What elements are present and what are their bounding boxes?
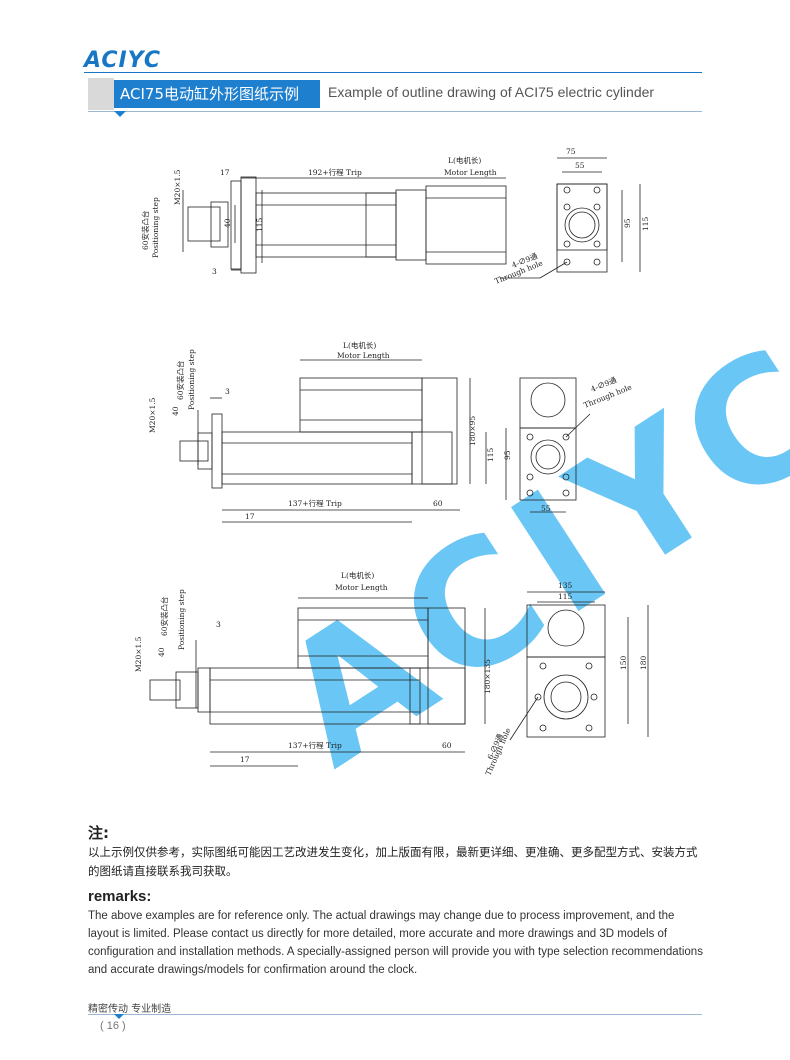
svg-text:L(电机长): L(电机长) bbox=[343, 340, 376, 350]
svg-text:180: 180 bbox=[639, 655, 648, 670]
svg-text:17: 17 bbox=[220, 168, 230, 177]
svg-text:115: 115 bbox=[486, 447, 495, 462]
svg-text:192+行程 Trip: 192+行程 Trip bbox=[308, 167, 362, 177]
header-title-cn: ACI75电动缸外形图纸示例 bbox=[114, 80, 320, 108]
svg-text:60安装凸台: 60安装凸台 bbox=[159, 596, 169, 636]
svg-text:75: 75 bbox=[566, 147, 576, 156]
svg-text:M20×1.5: M20×1.5 bbox=[134, 636, 143, 672]
svg-text:137+行程 Trip: 137+行程 Trip bbox=[288, 498, 342, 508]
svg-text:60: 60 bbox=[442, 741, 452, 750]
drawing-2 bbox=[179, 359, 591, 523]
svg-text:Motor Length: Motor Length bbox=[337, 351, 390, 360]
svg-text:L(电机长): L(电机长) bbox=[341, 570, 374, 580]
top-rule bbox=[84, 72, 702, 73]
svg-text:60: 60 bbox=[433, 499, 443, 508]
svg-text:150: 150 bbox=[619, 655, 628, 670]
svg-text:L(电机长): L(电机长) bbox=[448, 155, 481, 165]
svg-text:Motor Length: Motor Length bbox=[444, 168, 497, 177]
watermark: ACIYC bbox=[248, 305, 790, 804]
header-title-en: Example of outline drawing of ACI75 elec… bbox=[328, 84, 655, 100]
svg-text:17: 17 bbox=[240, 755, 250, 764]
remarks-text: The above examples are for reference onl… bbox=[88, 910, 703, 976]
svg-text:115: 115 bbox=[255, 217, 264, 232]
svg-text:3: 3 bbox=[216, 620, 221, 629]
svg-text:137+行程 Trip: 137+行程 Trip bbox=[288, 740, 342, 750]
svg-text:60安装凸台: 60安装凸台 bbox=[140, 210, 150, 250]
drawing-3 bbox=[149, 591, 649, 767]
svg-text:95: 95 bbox=[503, 450, 512, 460]
footer-rule bbox=[88, 1014, 702, 1015]
header-rule bbox=[88, 111, 702, 112]
notes-heading-cn: 注: bbox=[88, 824, 109, 842]
header-pointer bbox=[114, 111, 126, 117]
svg-text:55: 55 bbox=[575, 161, 585, 170]
svg-text:Positioning step: Positioning step bbox=[151, 197, 160, 258]
svg-text:135: 135 bbox=[558, 581, 573, 590]
svg-text:115: 115 bbox=[558, 592, 573, 601]
svg-text:115: 115 bbox=[641, 216, 650, 231]
brand-logo: ACIYC bbox=[84, 48, 161, 73]
svg-text:3: 3 bbox=[225, 387, 230, 396]
footer-pointer bbox=[114, 1014, 124, 1019]
footer-tagline: 精密传动 专业制造 bbox=[88, 1004, 172, 1015]
svg-text:3: 3 bbox=[212, 267, 217, 276]
svg-text:55: 55 bbox=[541, 504, 551, 513]
svg-text:M20×1.5: M20×1.5 bbox=[173, 169, 182, 205]
notes-text-cn: 以上示例仅供参考，实际图纸可能因工艺改进发生变化，加上版面有限，最新更详细、更准… bbox=[88, 845, 698, 878]
svg-text:Positioning step: Positioning step bbox=[187, 349, 196, 410]
svg-text:180×135: 180×135 bbox=[483, 659, 492, 694]
svg-text:17: 17 bbox=[245, 512, 255, 521]
svg-text:40: 40 bbox=[223, 218, 232, 228]
svg-text:40: 40 bbox=[171, 406, 180, 416]
header-grey-block bbox=[88, 78, 114, 110]
drawing-1-labels: 17 192+行程 Trip L(电机长) Motor Length 3 75 … bbox=[140, 147, 650, 286]
svg-text:40: 40 bbox=[157, 647, 166, 657]
drawing-1 bbox=[182, 157, 641, 279]
svg-text:180×95: 180×95 bbox=[468, 416, 477, 446]
svg-text:60安装凸台: 60安装凸台 bbox=[175, 360, 185, 400]
remarks-heading: remarks: bbox=[88, 888, 152, 905]
page-number: ( 16 ) bbox=[100, 1020, 126, 1032]
svg-text:M20×1.5: M20×1.5 bbox=[148, 397, 157, 433]
svg-text:Motor Length: Motor Length bbox=[335, 583, 388, 592]
svg-text:95: 95 bbox=[623, 218, 632, 228]
svg-text:Positioning step: Positioning step bbox=[177, 589, 186, 650]
